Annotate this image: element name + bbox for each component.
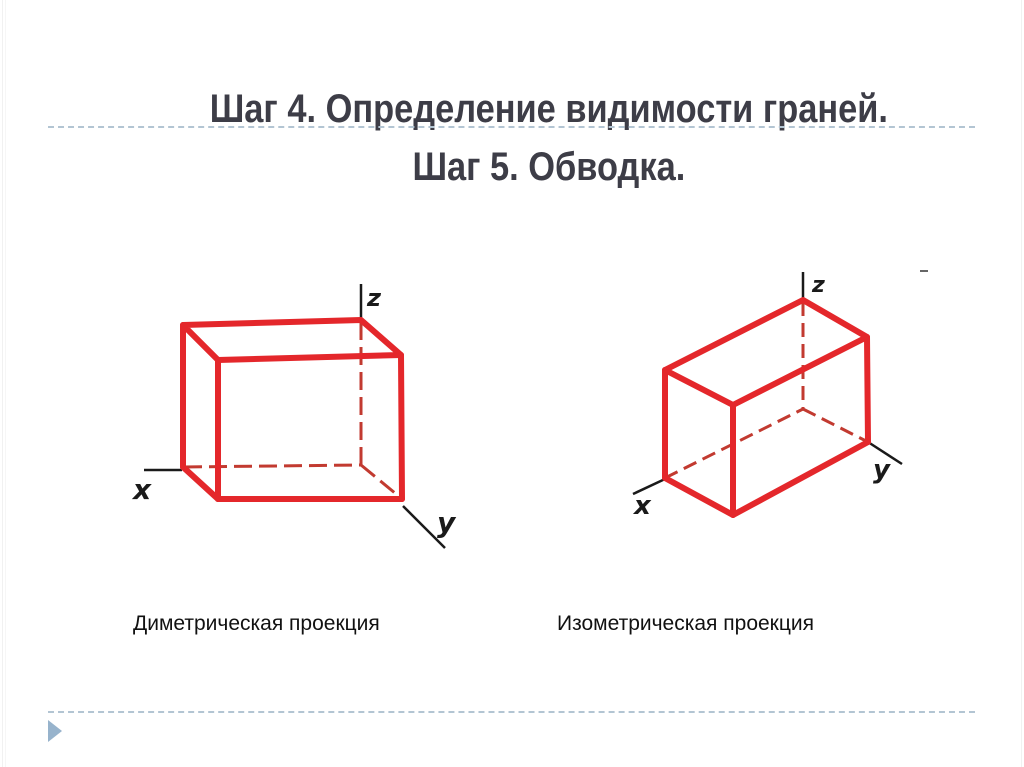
x-axis-label: x [632,491,652,521]
slide-border-left [2,0,3,767]
y-axis [867,440,903,466]
dimetric-caption: Диметрическая проекция [133,612,380,635]
hidden-edges [664,302,869,480]
title-line-2: Шаг 5. Обводка. [412,145,686,189]
slide-title: Шаг 4. Определение видимости граней. Шаг… [175,80,923,196]
footer-divider [48,711,975,713]
y-axis [402,505,446,549]
visible-edges [180,317,405,502]
title-line-1: Шаг 4. Определение видимости граней. [209,87,888,131]
visible-edges [662,297,871,518]
z-axis-label: z [366,284,382,312]
x-axis [632,477,666,496]
x-axis-label: x [131,473,152,506]
isometric-box-drawing: z x y [632,270,928,521]
triangle-right-icon [48,720,62,742]
y-axis-label: y [873,455,891,485]
dimetric-box-drawing: z x y [131,284,457,549]
z-axis-label: z [811,273,825,298]
slide-border-right [1021,0,1022,767]
y-axis-label: y [437,506,457,539]
isometric-caption: Изометрическая проекция [557,612,814,635]
slide-border-left-inner [5,0,6,767]
hidden-edges [183,322,402,500]
title-divider [48,126,975,128]
